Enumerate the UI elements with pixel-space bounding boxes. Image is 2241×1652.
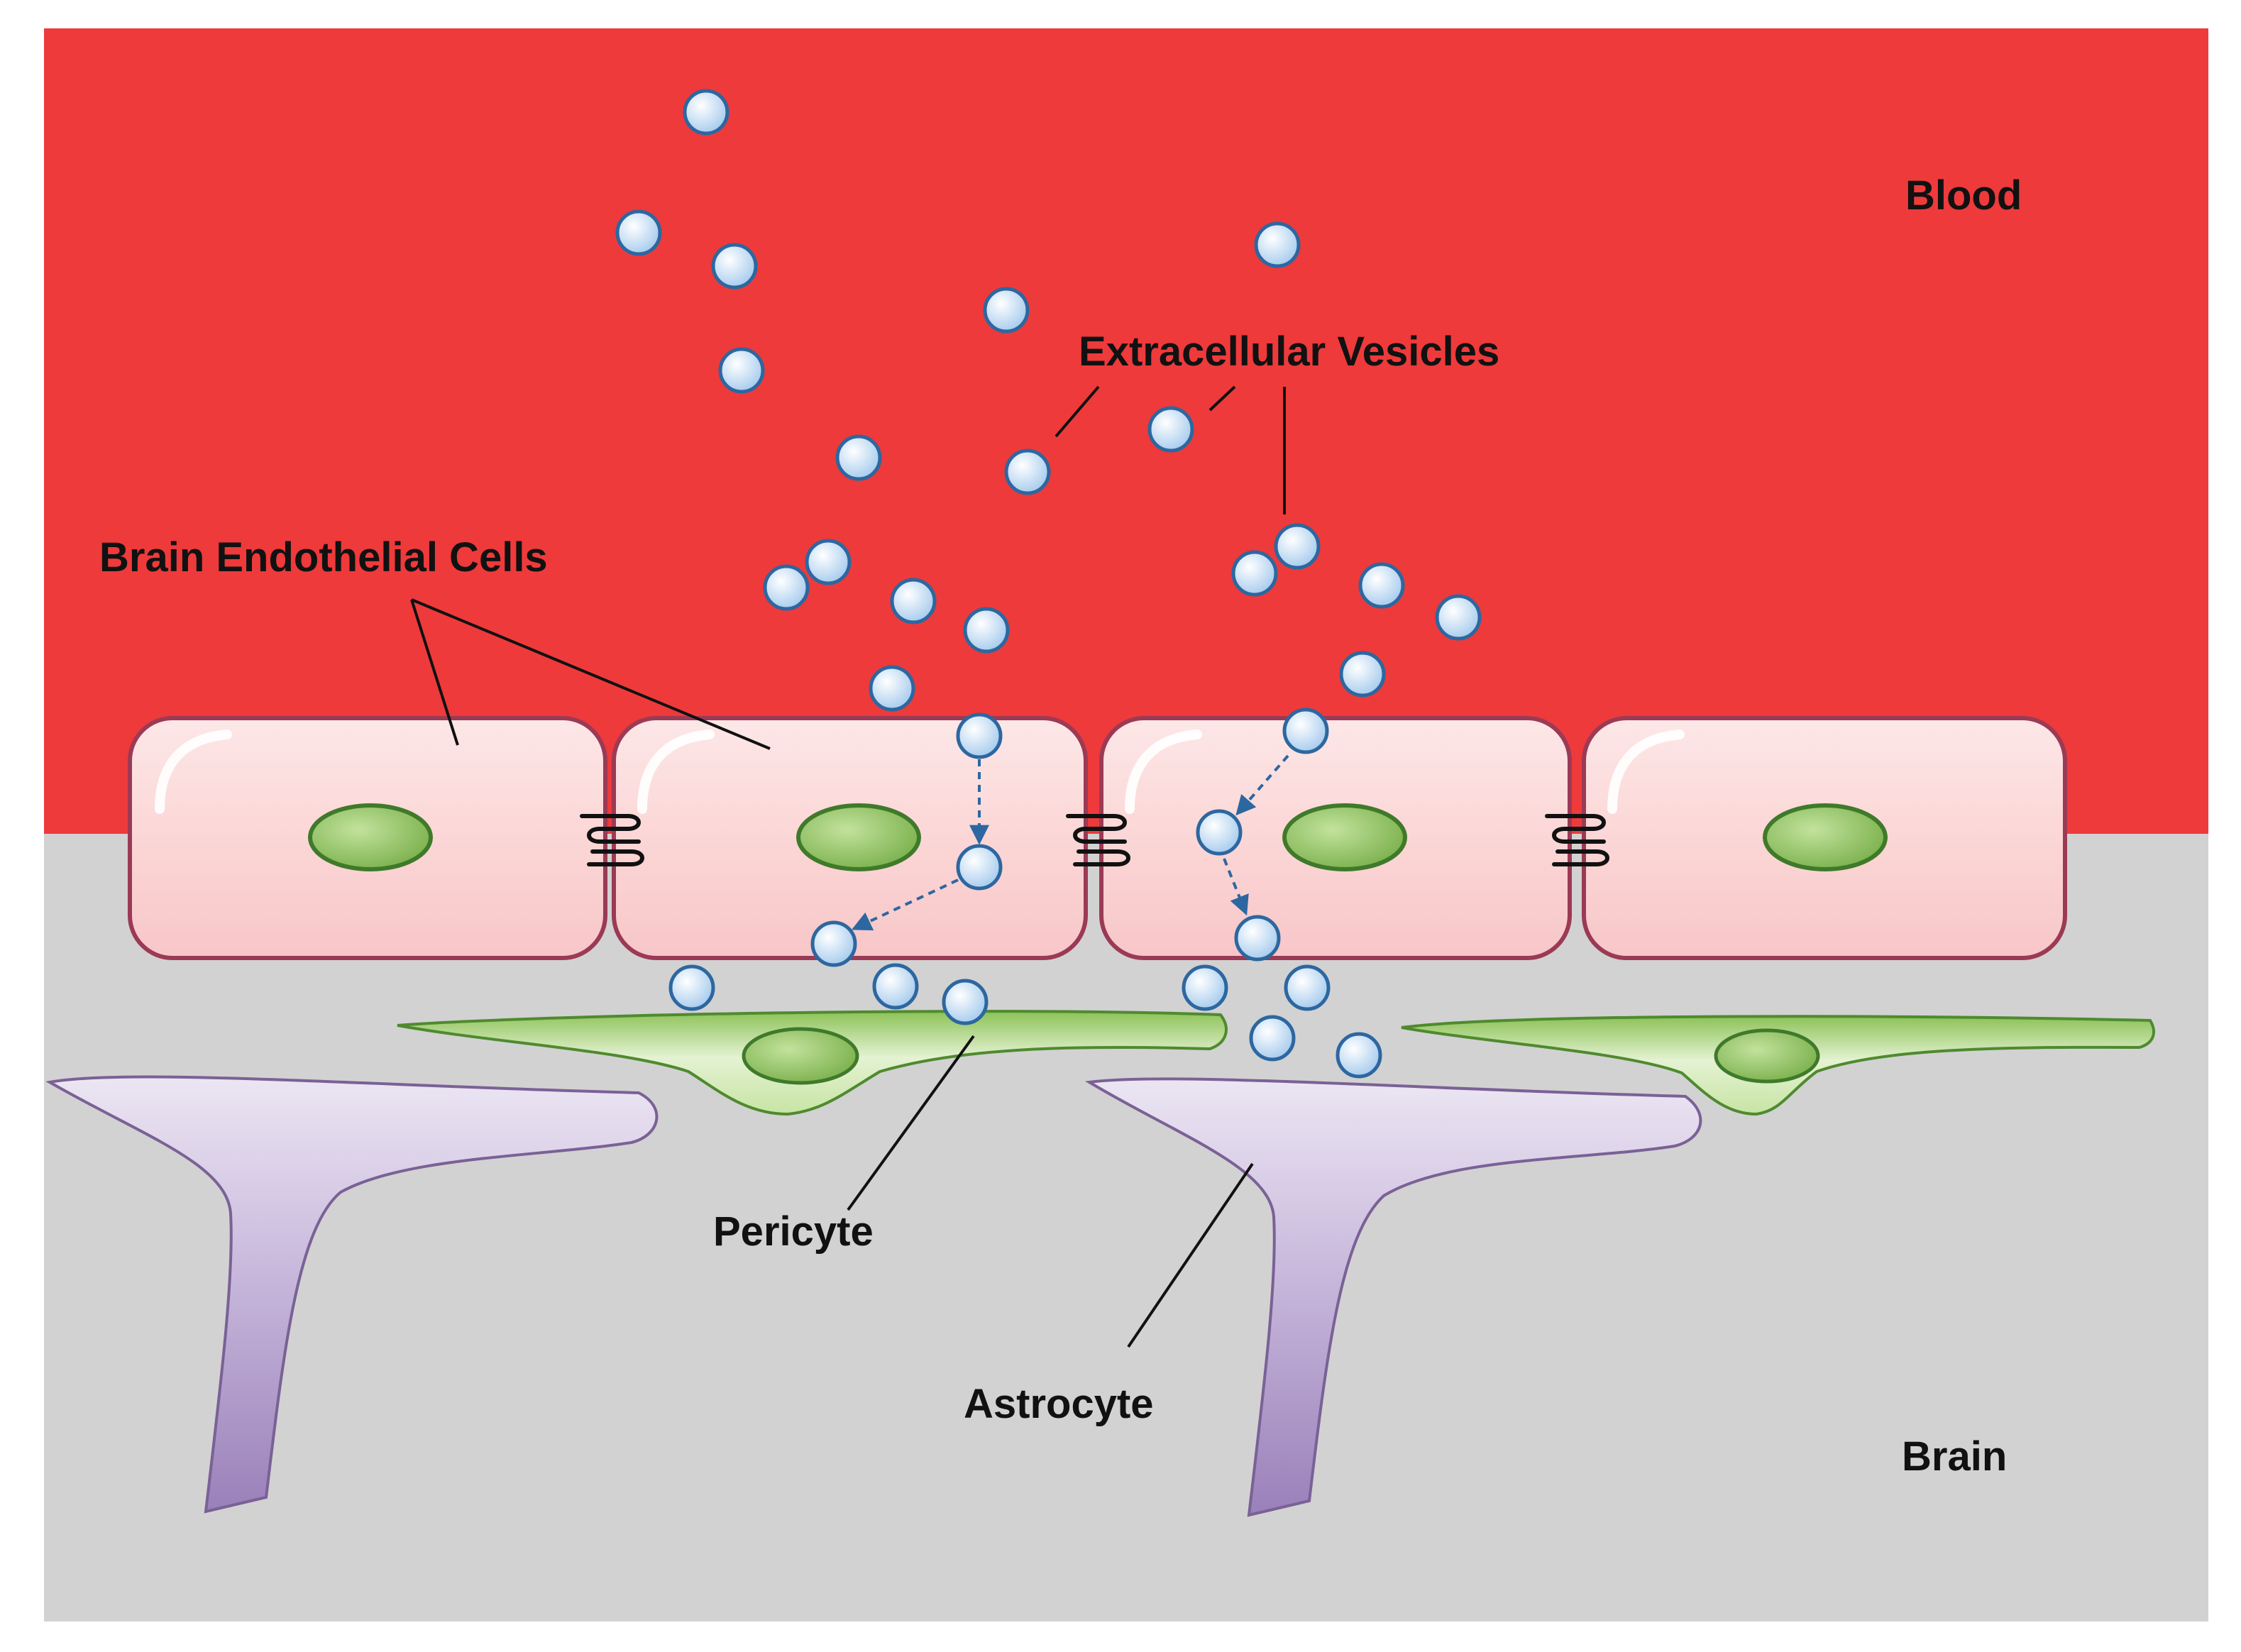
extracellular-vesicle-icon [1358,562,1405,609]
extracellular-vesicle-icon [956,712,1003,759]
extracellular-vesicle-icon [1231,550,1278,597]
astrocyte-label: Astrocyte [964,1381,1154,1427]
astrocyte-right [1085,1077,1702,1517]
extracellular-vesicle-icon [668,964,715,1011]
extracellular-vesicle-icon [963,607,1010,654]
extracellular-vesicle-icon [1234,915,1281,962]
pericyte-right-nucleus [1714,1028,1820,1084]
extracellular-vesicle-icon [1284,964,1331,1011]
leader-endo-1 [410,599,459,746]
extracellular-vesicle-icon [1147,406,1194,453]
extracellular-vesicle-icon [1182,964,1228,1011]
extracellular-vesicle-icon [718,347,765,394]
leader-pericyte [847,1035,975,1211]
tight-junction-icon [580,814,644,866]
leader-endo-2 [411,598,771,750]
extracellular-vesicle-icon [1004,448,1051,495]
extracellular-vesicle-icon [810,920,857,967]
extracellular-vesicle-icon [1249,1015,1296,1062]
brain-region [44,834,2208,1621]
blood-label: Blood [1905,172,2022,219]
extracellular-vesicle-icon [835,434,882,481]
extracellular-vesicle-icon [615,209,662,256]
leader-ev-1 [1055,385,1100,438]
endothelial-nucleus-1 [308,803,433,871]
extracellular-vesicle-icon [1274,523,1321,570]
extracellular-vesicle-icon [1435,594,1482,641]
extracellular-vesicle-icon [1336,1032,1382,1079]
extracellular-vesicle-icon [890,578,937,624]
endothelial-cell-2 [612,716,1088,960]
extracellular-vesicle-icon [1196,809,1243,856]
extracellular-vesicle-icon [683,89,729,136]
extracellular-vesicle-icon [1339,651,1386,698]
extracellular-vesicle-icon [983,287,1030,334]
endothelial-cell-1 [128,716,607,960]
pericyte-left-nucleus [742,1027,859,1085]
tight-junction-icon [1066,814,1130,866]
extracellular-vesicle-icon [869,665,915,712]
dashed-arrow-icon [851,754,1289,931]
extracellular-vesicle-icon [1254,221,1301,268]
pericyte-label: Pericyte [713,1208,874,1255]
brain-endothelial-cells-label: Brain Endothelial Cells [99,534,548,580]
endothelial-nucleus-3 [1282,803,1407,871]
endothelial-cell-4 [1582,716,2067,960]
tight-junction-icon [1545,814,1609,866]
endothelial-cell-3 [1099,716,1572,960]
vesicle-group [615,89,1482,1079]
endothelial-nucleus-2 [796,803,921,871]
leader-ev-2 [1208,385,1236,412]
leader-astrocyte [1127,1162,1254,1348]
extracellular-vesicle-icon [711,243,758,290]
leader-lines [410,385,1286,1348]
astrocyte-left [45,1075,659,1514]
extracellular-vesicle-icon [1282,707,1329,754]
extracellular-vesicle-icon [763,564,810,611]
blood-region [44,28,2208,834]
extracellular-vesicles-label: Extracellular Vesicles [1079,329,1499,375]
extracellular-vesicle-icon [942,979,989,1025]
extracellular-vesicle-icon [805,539,852,585]
brain-label: Brain [1902,1433,2007,1480]
extracellular-vesicle-icon [956,844,1003,891]
endothelial-nucleus-4 [1763,803,1888,871]
extracellular-vesicle-icon [872,963,919,1010]
